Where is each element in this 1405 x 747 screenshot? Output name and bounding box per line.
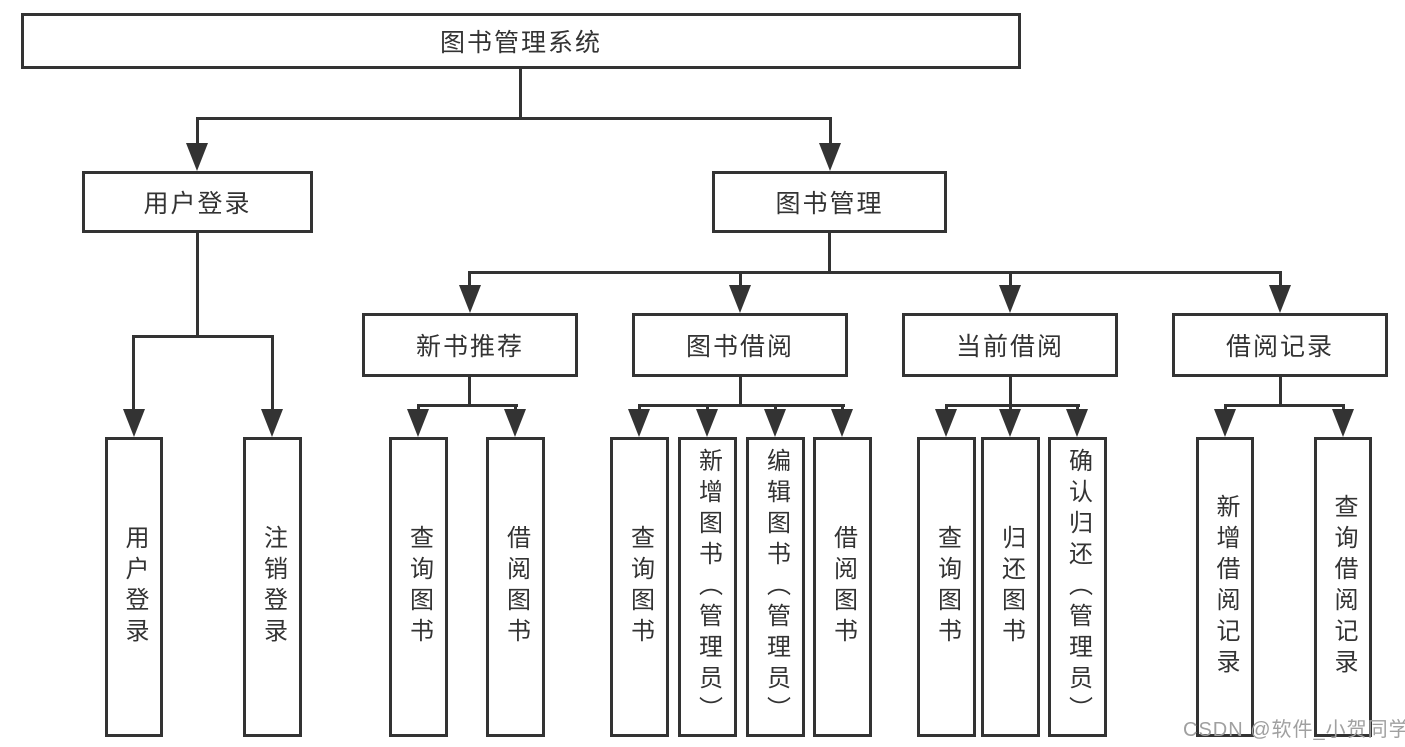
connector-line — [774, 404, 777, 412]
node-library-system: 图书管理系统 — [21, 13, 1021, 69]
node-book-management-label: 图书管理 — [775, 190, 884, 218]
node-borrowing-records: 借阅记录 — [1172, 313, 1388, 377]
connector-line — [945, 404, 1080, 407]
arrowhead-down-icon — [831, 409, 853, 437]
arrowhead-down-icon — [459, 285, 481, 313]
arrowhead-down-icon — [1214, 409, 1236, 437]
connector-line — [196, 233, 199, 335]
leaf-confirm-return-admin: 确认归还（管理员） — [1048, 437, 1107, 737]
connector-line — [271, 335, 274, 411]
connector-line — [417, 404, 518, 407]
connector-line — [1342, 404, 1345, 412]
connector-line — [638, 404, 641, 412]
arrowhead-down-icon — [504, 409, 526, 437]
leaf-query-book-borrowing-label: 查询图书 — [626, 525, 654, 649]
node-current-borrowing-label: 当前借阅 — [955, 333, 1064, 361]
node-new-book-recommend: 新书推荐 — [362, 313, 578, 377]
arrowhead-down-icon — [999, 409, 1021, 437]
connector-line — [1009, 271, 1012, 287]
leaf-edit-book-admin-label: 编辑图书（管理员） — [762, 447, 790, 727]
connector-line — [519, 69, 522, 117]
leaf-query-book-recommend-label: 查询图书 — [405, 525, 433, 649]
leaf-logout-label: 注销登录 — [259, 525, 287, 649]
arrowhead-down-icon — [764, 409, 786, 437]
leaf-logout: 注销登录 — [243, 437, 302, 737]
leaf-borrow-book-recommend-label: 借阅图书 — [502, 525, 530, 649]
leaf-query-book-current-label: 查询图书 — [933, 525, 961, 649]
connector-line — [196, 117, 832, 120]
leaf-query-book-current: 查询图书 — [917, 437, 976, 737]
connector-line — [132, 335, 135, 411]
connector-line — [828, 233, 831, 271]
node-book-management: 图书管理 — [712, 171, 947, 233]
connector-line — [706, 404, 709, 412]
leaf-query-borrow-record-label: 查询借阅记录 — [1330, 494, 1357, 680]
leaf-user-login-label: 用户登录 — [121, 525, 148, 649]
node-user-login: 用户登录 — [82, 171, 313, 233]
arrowhead-down-icon — [819, 143, 841, 171]
leaf-return-book: 归还图书 — [981, 437, 1040, 737]
leaf-confirm-return-admin-label: 确认归还（管理员） — [1064, 447, 1092, 727]
arrowhead-down-icon — [186, 143, 208, 171]
csdn-watermark: CSDN @软件_小贺同学 — [1183, 719, 1405, 741]
connector-line — [1279, 271, 1282, 287]
arrowhead-down-icon — [123, 409, 145, 437]
arrowhead-down-icon — [999, 285, 1021, 313]
leaf-edit-book-admin: 编辑图书（管理员） — [746, 437, 805, 737]
node-borrowing-records-label: 借阅记录 — [1225, 333, 1334, 361]
connector-line — [468, 271, 471, 287]
leaf-borrow-book: 借阅图书 — [813, 437, 872, 737]
leaf-query-book-borrowing: 查询图书 — [610, 437, 669, 737]
connector-line — [1279, 377, 1282, 404]
connector-line — [468, 377, 471, 404]
connector-line — [1076, 404, 1079, 412]
connector-line — [417, 404, 420, 412]
connector-line — [1009, 404, 1012, 412]
connector-line — [1224, 404, 1227, 412]
connector-line — [1224, 404, 1345, 407]
connector-line — [829, 117, 832, 146]
leaf-borrow-book-recommend: 借阅图书 — [486, 437, 545, 737]
arrowhead-down-icon — [261, 409, 283, 437]
connector-line — [1009, 377, 1012, 404]
leaf-add-borrow-record: 新增借阅记录 — [1196, 437, 1254, 737]
arrowhead-down-icon — [1269, 285, 1291, 313]
connector-line — [945, 404, 948, 412]
node-new-book-recommend-label: 新书推荐 — [415, 333, 524, 361]
leaf-add-book-admin: 新增图书（管理员） — [678, 437, 737, 737]
arrowhead-down-icon — [407, 409, 429, 437]
arrowhead-down-icon — [729, 285, 751, 313]
arrowhead-down-icon — [696, 409, 718, 437]
leaf-query-borrow-record: 查询借阅记录 — [1314, 437, 1372, 737]
connector-line — [638, 404, 845, 407]
connector-line — [739, 271, 742, 287]
connector-line — [841, 404, 844, 412]
node-library-system-label: 图书管理系统 — [439, 29, 602, 57]
connector-line — [132, 335, 274, 338]
connector-line — [514, 404, 517, 412]
leaf-user-login: 用户登录 — [105, 437, 163, 737]
arrowhead-down-icon — [628, 409, 650, 437]
node-book-borrowing: 图书借阅 — [632, 313, 848, 377]
connector-line — [196, 117, 199, 146]
node-user-login-label: 用户登录 — [143, 190, 252, 218]
node-current-borrowing: 当前借阅 — [902, 313, 1118, 377]
leaf-query-book-recommend: 查询图书 — [389, 437, 448, 737]
arrowhead-down-icon — [1066, 409, 1088, 437]
leaf-borrow-book-label: 借阅图书 — [829, 525, 857, 649]
node-book-borrowing-label: 图书借阅 — [685, 333, 794, 361]
leaf-add-book-admin-label: 新增图书（管理员） — [694, 447, 722, 727]
connector-line — [739, 377, 742, 404]
arrowhead-down-icon — [1332, 409, 1354, 437]
connector-line — [468, 271, 1282, 274]
leaf-add-borrow-record-label: 新增借阅记录 — [1212, 494, 1239, 680]
arrowhead-down-icon — [935, 409, 957, 437]
leaf-return-book-label: 归还图书 — [997, 525, 1025, 649]
